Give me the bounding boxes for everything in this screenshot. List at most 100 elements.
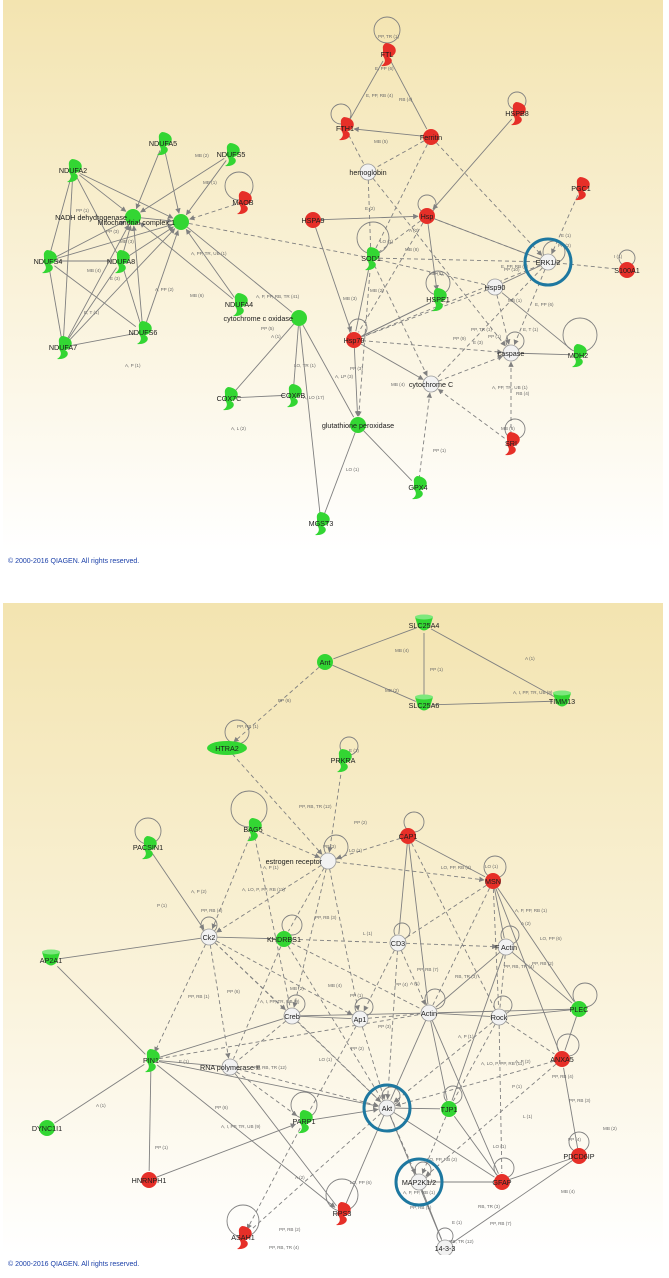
edge-erk-s100a1 <box>555 262 619 270</box>
edge-label: A, P, PP, RB (1) <box>403 1190 435 1195</box>
node-label-pdcd6ip: PDCD6IP <box>563 1152 594 1161</box>
edge-label: E (1) <box>179 1059 189 1064</box>
edge-label: MB (2) <box>385 688 399 693</box>
edge-ndufa8-ndufa7 <box>67 267 117 340</box>
edge-label: LO, PP, RB (2) <box>441 865 472 870</box>
edge-label: E (2) <box>365 206 375 211</box>
edge-label: LO (1) <box>319 1057 332 1062</box>
node-shape-hsp90 <box>486 278 504 296</box>
edge-cd3-actin <box>400 950 426 1006</box>
node-ndufa8: NDUFA8 <box>107 250 135 274</box>
edge-erk-hsp90 <box>502 265 541 284</box>
node-nadh: NADH dehydrogenase <box>55 209 141 225</box>
edge-label: PP, RB, TR (12) <box>299 804 332 809</box>
node-label-mc1: Mitochondrial complex 1 <box>97 218 175 227</box>
edge-label: PP, RB (7) <box>417 967 439 972</box>
edge-cap1-msn <box>414 839 486 878</box>
node-rock: Rock <box>490 1008 508 1026</box>
edge-label: PP, RB (1) <box>188 994 210 999</box>
network-1-highlights <box>523 237 573 287</box>
node-ndufs5: NDUFS5 <box>217 143 246 167</box>
edge-gfap-pdcd6ip <box>509 1158 571 1180</box>
node-label-s100a1: S100A1 <box>614 266 640 275</box>
node-factin: F Actin <box>495 938 517 956</box>
node-shape-ftl <box>381 43 396 67</box>
edge-sod1-hsp90 <box>378 259 487 286</box>
edge-label: E (3) <box>473 340 483 345</box>
edge-parp1-asah1 <box>246 1127 301 1230</box>
edge-ant-htra2 <box>233 666 320 743</box>
node-gfap: GFAP <box>492 1174 512 1190</box>
node-label-actin: Actin <box>421 1009 437 1018</box>
node-shape-slc25a6 <box>415 697 433 711</box>
edge-label: A, P, PP, RB (1) <box>515 908 547 913</box>
network-2-canvas: MB (4)MB (2)PP (1)A (1)A, I, PP, TR, UB … <box>3 603 663 1255</box>
edge-label: A, PP, TR, UB (1) <box>492 385 528 390</box>
edge-ndufs5-mc1 <box>185 160 227 216</box>
edge-label: A (2) <box>295 1175 305 1180</box>
edge-label: PP, RB (4) <box>552 1074 574 1079</box>
node-shape-ndufa4 <box>233 293 248 317</box>
edge-gpx4-cytc <box>418 392 432 480</box>
edge-cap1-rock <box>411 842 496 1010</box>
edge-label: LO, PP, RB (2) <box>427 1157 458 1162</box>
network-2-highlights <box>362 1083 444 1207</box>
edge-label: LO (1) <box>346 467 359 472</box>
node-ferritin: Ferritin <box>420 129 442 145</box>
edge-label: MB (4) <box>328 983 342 988</box>
node-khdrbs1: KHDRBS1 <box>267 931 301 947</box>
edge-mdh2-hsp90 <box>501 292 573 351</box>
node-label-hemoglobin: hemoglobin <box>349 168 386 177</box>
edge-ndufa2-ndufa8 <box>76 176 118 254</box>
edge-cytox-gpx <box>302 324 355 418</box>
node-label-mdh2: MDH2 <box>568 351 588 360</box>
node-label-rock: Rock <box>491 1013 508 1022</box>
node-hspe1: HSPE1 <box>426 288 450 312</box>
node-label-sri: SRI <box>505 439 517 448</box>
edge-label: LO (1) <box>380 239 393 244</box>
edge-factin-tjp1 <box>451 954 504 1101</box>
node-shape-factin <box>497 938 515 956</box>
edge-label: A, I, PP, TR, UB (9) <box>221 1124 261 1129</box>
edge-label: A (1) <box>271 334 281 339</box>
node-shape-ndufs5 <box>225 143 240 167</box>
edge-label: A, P (1) <box>263 865 279 870</box>
edge-ndufa5-mc1 <box>164 150 181 214</box>
node-plec: PLEC <box>570 1001 588 1017</box>
node-ap2a1: AP2A1 <box>40 949 62 966</box>
node-label-bag5: BAG5 <box>243 825 262 834</box>
edge-label: MB (1) <box>203 180 217 185</box>
node-label-akt: Akt <box>382 1104 392 1113</box>
node-shape-caspase <box>502 344 520 362</box>
edge-label: MB (6) <box>190 293 204 298</box>
edge-akt-asah1 <box>249 1113 382 1232</box>
edge-bag5-creb <box>254 836 291 1008</box>
node-fth1: FTH1 <box>336 117 354 141</box>
edge-rock-anxa5 <box>505 1021 555 1055</box>
node-htra2: HTRA2 <box>207 741 247 755</box>
node-shape-cox6b <box>287 384 302 408</box>
node-shape-pin1 <box>145 1049 160 1073</box>
highlight-ring-akt <box>362 1083 412 1133</box>
node-label-ndufs5: NDUFS5 <box>217 150 246 159</box>
edge-label: MB (5) <box>429 271 443 276</box>
node-shape-ndufa5 <box>157 132 172 156</box>
edge-ck2-pin1 <box>154 944 206 1053</box>
node-label-hsp: Hsp <box>421 212 434 221</box>
node-shape-ant <box>317 654 333 670</box>
node-hspb8: HSPB8 <box>505 102 529 126</box>
edge-bag5-er <box>260 831 321 859</box>
edge-label: MB (4) <box>395 648 409 653</box>
node-slc25a6: SLC25A6 <box>409 694 439 711</box>
node-shape-creb <box>283 1007 301 1025</box>
node-label-ap2a1: AP2A1 <box>40 956 62 965</box>
edge-rock-akt <box>393 1021 494 1103</box>
edge-ndufa4-mc1 <box>185 228 235 298</box>
edge-msn-anxa5 <box>495 888 560 1051</box>
edge-pin1-rnap <box>158 1060 222 1067</box>
edge-factin-actin <box>435 951 501 1008</box>
node-label-ndufa4: NDUFA4 <box>225 300 253 309</box>
node-label-fth1: FTH1 <box>336 124 354 133</box>
edge-label: PP (1) <box>488 334 501 339</box>
